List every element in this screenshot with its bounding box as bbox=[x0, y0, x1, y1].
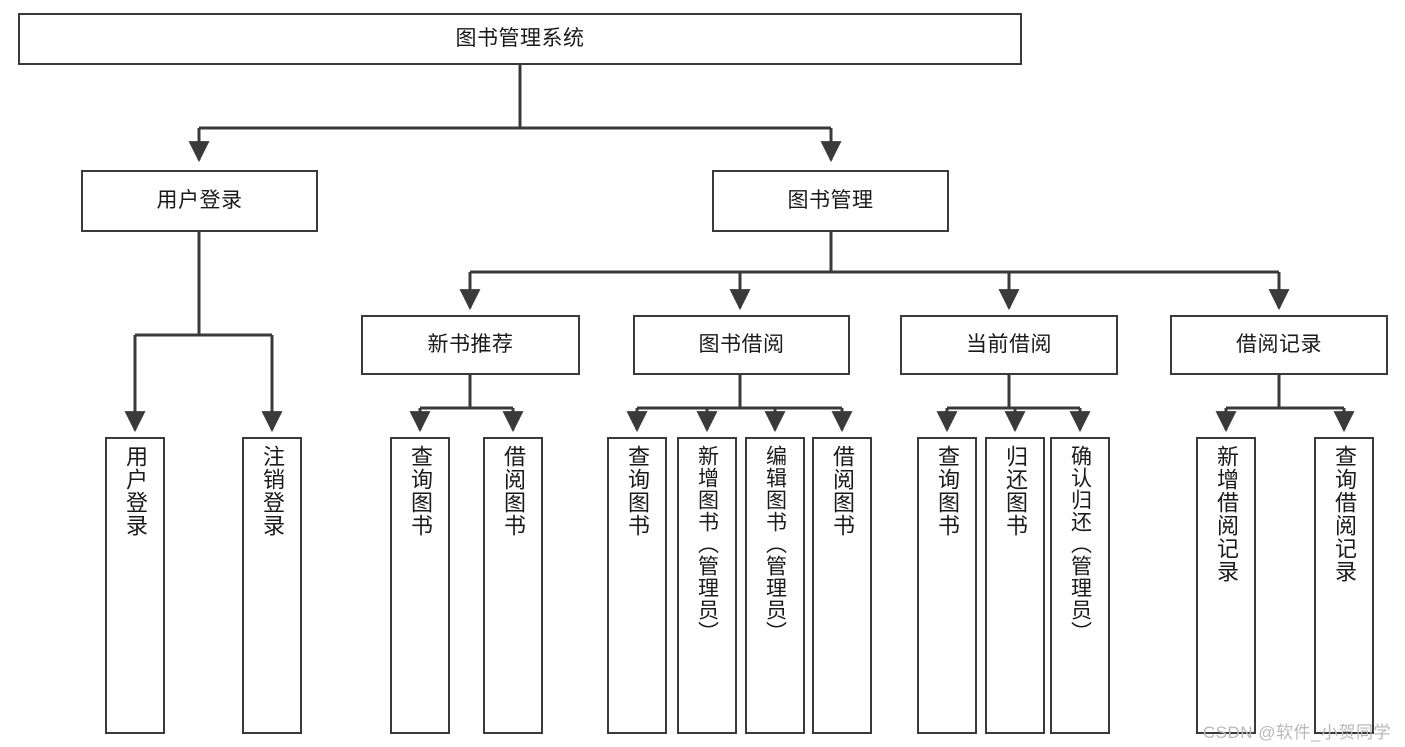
leaf-edit-book-label: 编辑图书（管理员） bbox=[763, 445, 787, 643]
leaf-user-logout-label: 注销登录 bbox=[260, 445, 285, 537]
leaf-query-record[interactable]: 查询借阅记录 bbox=[1314, 437, 1374, 734]
leaf-query-book-3-label: 查询图书 bbox=[935, 445, 960, 537]
leaf-borrow-book-1-label: 借阅图书 bbox=[501, 445, 526, 537]
node-book-borrow[interactable]: 图书借阅 bbox=[633, 315, 850, 375]
leaf-user-login-label: 用户登录 bbox=[123, 445, 148, 537]
node-book-manage-label: 图书管理 bbox=[787, 188, 874, 212]
leaf-return-book-label: 归还图书 bbox=[1003, 445, 1028, 537]
leaf-query-book-2[interactable]: 查询图书 bbox=[607, 437, 667, 734]
leaf-add-book-label: 新增图书（管理员） bbox=[695, 445, 719, 643]
leaf-add-record-label: 新增借阅记录 bbox=[1214, 445, 1239, 583]
leaf-borrow-book-1[interactable]: 借阅图书 bbox=[483, 437, 543, 734]
leaf-user-logout[interactable]: 注销登录 bbox=[242, 437, 302, 734]
leaf-query-book-2-label: 查询图书 bbox=[625, 445, 650, 537]
leaf-edit-book[interactable]: 编辑图书（管理员） bbox=[745, 437, 805, 734]
leaf-borrow-book-2-label: 借阅图书 bbox=[830, 445, 855, 537]
leaf-borrow-book-2[interactable]: 借阅图书 bbox=[812, 437, 872, 734]
leaf-query-book-1[interactable]: 查询图书 bbox=[390, 437, 450, 734]
leaf-query-book-3[interactable]: 查询图书 bbox=[917, 437, 977, 734]
node-current-borrow[interactable]: 当前借阅 bbox=[900, 315, 1118, 375]
node-user-login-label: 用户登录 bbox=[156, 188, 243, 212]
node-book-manage[interactable]: 图书管理 bbox=[712, 170, 949, 232]
leaf-confirm-return-label: 确认归还（管理员） bbox=[1068, 445, 1092, 643]
leaf-query-book-1-label: 查询图书 bbox=[408, 445, 433, 537]
leaf-confirm-return[interactable]: 确认归还（管理员） bbox=[1050, 437, 1110, 734]
node-borrow-record-label: 借阅记录 bbox=[1236, 332, 1322, 356]
node-new-book-recommend-label: 新书推荐 bbox=[427, 332, 514, 356]
node-current-borrow-label: 当前借阅 bbox=[966, 332, 1052, 356]
leaf-user-login[interactable]: 用户登录 bbox=[105, 437, 165, 734]
leaf-query-record-label: 查询借阅记录 bbox=[1332, 445, 1357, 583]
node-user-login[interactable]: 用户登录 bbox=[81, 170, 318, 232]
leaf-add-record[interactable]: 新增借阅记录 bbox=[1196, 437, 1256, 734]
leaf-return-book[interactable]: 归还图书 bbox=[985, 437, 1045, 734]
leaf-add-book[interactable]: 新增图书（管理员） bbox=[677, 437, 737, 734]
node-root[interactable]: 图书管理系统 bbox=[18, 13, 1022, 65]
node-root-label: 图书管理系统 bbox=[455, 26, 585, 50]
node-new-book-recommend[interactable]: 新书推荐 bbox=[361, 315, 580, 375]
node-book-borrow-label: 图书借阅 bbox=[698, 332, 785, 356]
node-borrow-record[interactable]: 借阅记录 bbox=[1170, 315, 1388, 375]
